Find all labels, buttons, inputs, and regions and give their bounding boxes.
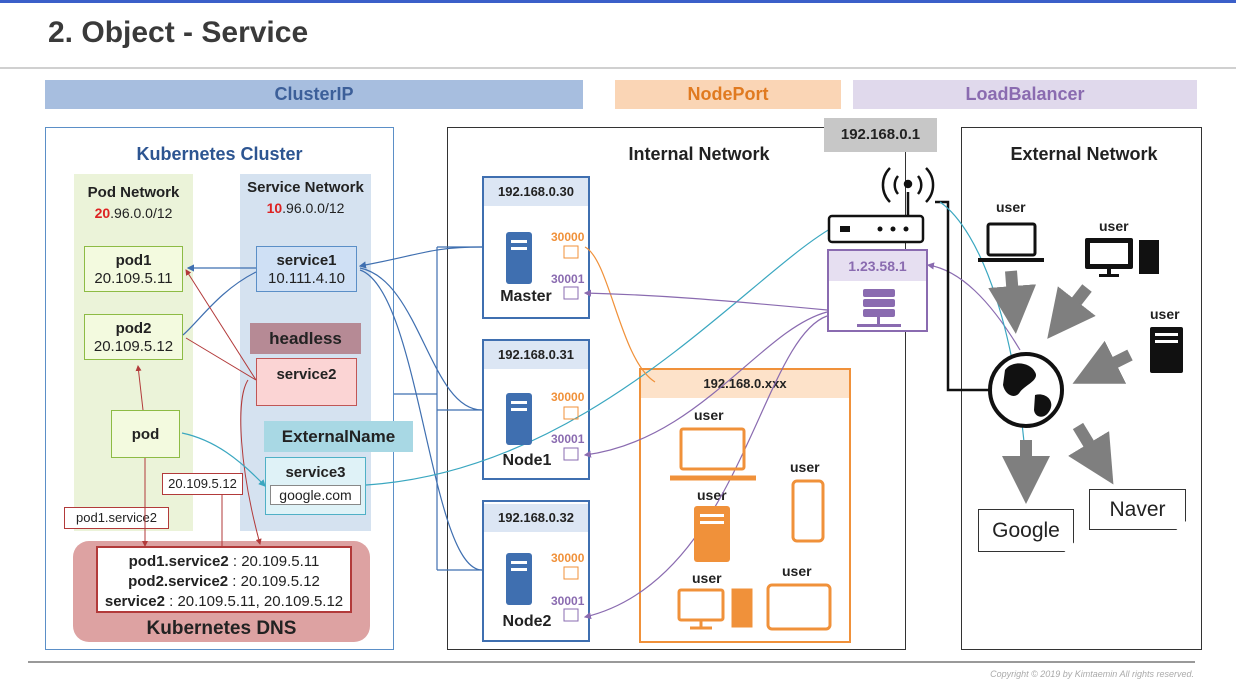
connector-service1-pod2 xyxy=(182,271,257,336)
node2-port-30001: 30001 xyxy=(551,594,585,608)
subnet-user-phone-label: user xyxy=(790,459,820,475)
node2-port-30000: 30000 xyxy=(551,551,585,565)
nodeport-header: NodePort xyxy=(615,80,841,109)
pod-network-cidr: 20.96.0.0/12 xyxy=(94,205,173,221)
google-site[interactable]: Google xyxy=(978,509,1074,552)
connector-router-google xyxy=(939,201,1032,500)
loadbalancer-header: LoadBalancer xyxy=(853,80,1197,109)
connector-node-bundle xyxy=(394,246,482,571)
footer-divider xyxy=(28,661,1195,663)
gray-flow-arrows xyxy=(988,270,1133,504)
service-network-cidr: 10.96.0.0/12 xyxy=(266,200,345,216)
master-port-30000: 30000 xyxy=(551,230,585,244)
connector-service3-router xyxy=(365,221,845,486)
connector-master-service1 xyxy=(358,246,483,269)
server-icon xyxy=(506,232,532,605)
service2-box[interactable]: service2 xyxy=(256,358,357,406)
globe-icon xyxy=(988,352,1064,428)
lb-ip-label: 1.23.58.1 xyxy=(829,251,926,281)
naver-site[interactable]: Naver xyxy=(1089,489,1186,530)
master-ip: 192.168.0.30 xyxy=(484,178,588,206)
external-user-laptop-label: user xyxy=(996,199,1026,215)
master-port-30001: 30001 xyxy=(551,272,585,286)
connector-pod-pod2 xyxy=(135,365,144,411)
node1-port-30000: 30000 xyxy=(551,390,585,404)
connector-pod-service3 xyxy=(181,432,266,487)
connector-lb-node2-port xyxy=(583,315,828,620)
router-icon xyxy=(827,167,935,244)
connector-internet-lb xyxy=(926,262,1021,351)
service3-box[interactable]: service3 google.com xyxy=(265,457,366,515)
dns-records-table: pod1.service2 : 20.109.5.11 pod2.service… xyxy=(96,546,352,613)
connector-service2-pod2 xyxy=(185,337,257,381)
external-network-title: External Network xyxy=(1010,144,1158,164)
node2-ip: 192.168.0.32 xyxy=(484,504,588,532)
subnet-user-tablet-label: user xyxy=(782,563,812,579)
subnet-label: 192.168.0.xxx xyxy=(641,370,849,398)
external-tower-icon xyxy=(1150,327,1183,373)
top-accent-bar xyxy=(0,0,1236,3)
node1-name: Node1 xyxy=(502,452,552,469)
connector-service2-dns xyxy=(240,379,262,545)
query-dns-label: pod1.service2 xyxy=(64,507,169,529)
headless-label: headless xyxy=(250,323,361,354)
router-ip-label: 192.168.0.1 xyxy=(824,118,937,152)
externalname-label: ExternalName xyxy=(264,421,413,452)
connector-lb-master-port xyxy=(583,289,828,311)
dns-record: pod2.service2 : 20.109.5.12 xyxy=(128,573,320,590)
cluster-title: Kubernetes Cluster xyxy=(136,144,303,164)
google-target-field: google.com xyxy=(270,485,361,505)
pod-box[interactable]: pod xyxy=(111,410,180,458)
dns-record: service2 : 20.109.5.11, 20.109.5.12 xyxy=(104,593,344,610)
page-title: 2. Object - Service xyxy=(48,16,309,49)
clusterip-header: ClusterIP xyxy=(45,80,583,109)
tower-pc-icon xyxy=(694,506,730,562)
copyright-text: Copyright © 2019 by Kimtaemin All rights… xyxy=(990,669,1194,679)
external-laptop-icon xyxy=(978,222,1044,262)
subnet-user-laptop-label: user xyxy=(694,407,724,423)
title-divider xyxy=(0,67,1236,69)
external-user-desktop-label: user xyxy=(1099,218,1129,234)
connector-lb-node1-port xyxy=(583,311,828,458)
master-name: Master xyxy=(500,288,552,305)
node1-port-30001: 30001 xyxy=(551,432,585,446)
subnet-user-desktop-label: user xyxy=(692,570,722,586)
tablet-icon xyxy=(766,583,832,631)
laptop-icon xyxy=(670,427,756,481)
external-user-tower-label: user xyxy=(1150,306,1180,322)
connector-subnet-master-port xyxy=(584,246,656,383)
dns-title: Kubernetes DNS xyxy=(146,618,297,639)
connector-node1-service1 xyxy=(359,267,483,411)
node2-name: Node2 xyxy=(502,613,552,630)
desktop-pc-icon xyxy=(677,588,753,630)
connector-node2-service1 xyxy=(359,269,483,571)
pod-network-label: Pod Network xyxy=(87,184,180,201)
port-icon xyxy=(563,245,579,622)
connector-service2-pod1 xyxy=(185,269,257,381)
lb-server-icon xyxy=(857,289,901,327)
node1-ip: 192.168.0.31 xyxy=(484,341,588,369)
query-pod-ip-label: 20.109.5.12 xyxy=(162,473,243,495)
phone-icon xyxy=(791,479,825,543)
internal-network-title: Internal Network xyxy=(628,144,770,164)
connector-router-internet xyxy=(935,200,990,392)
external-desktop-icon xyxy=(1085,238,1159,277)
service-network-label: Service Network xyxy=(247,179,364,196)
dns-record: pod1.service2 : 20.109.5.11 xyxy=(128,553,320,570)
